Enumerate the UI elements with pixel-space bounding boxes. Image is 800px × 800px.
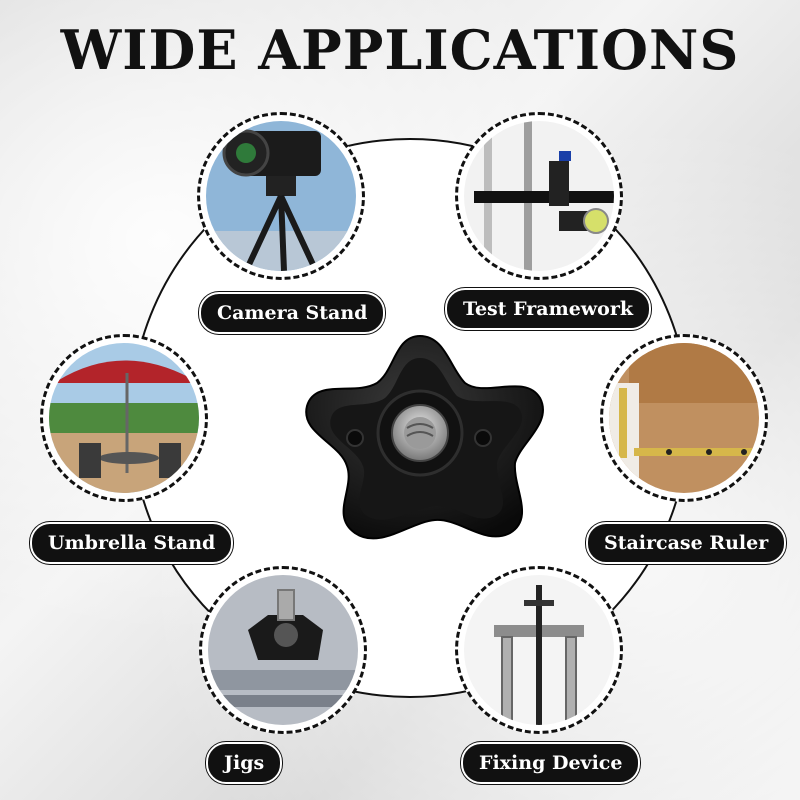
label-staircase-ruler: Staircase Ruler [586, 522, 787, 564]
camera-tripod-icon [206, 121, 356, 271]
application-photo-test-framework [455, 112, 623, 280]
test-framework-icon [464, 121, 614, 271]
application-photo-staircase-ruler [600, 334, 768, 502]
jig-icon [208, 575, 358, 725]
application-photo-jigs [199, 566, 367, 734]
star-knob-icon [305, 334, 544, 540]
application-photo-fixing-device [455, 566, 623, 734]
application-photo-umbrella-stand [40, 334, 208, 502]
fixing-device-icon [464, 575, 614, 725]
label-test-framework: Test Framework [445, 288, 652, 330]
page-title: WIDE APPLICATIONS [60, 18, 740, 82]
label-umbrella-stand: Umbrella Stand [30, 522, 234, 564]
application-photo-camera-stand [197, 112, 365, 280]
label-fixing-device: Fixing Device [461, 742, 641, 784]
staircase-ruler-icon [609, 343, 759, 493]
label-jigs: Jigs [206, 742, 283, 784]
umbrella-stand-icon [49, 343, 199, 493]
label-camera-stand: Camera Stand [199, 292, 386, 334]
